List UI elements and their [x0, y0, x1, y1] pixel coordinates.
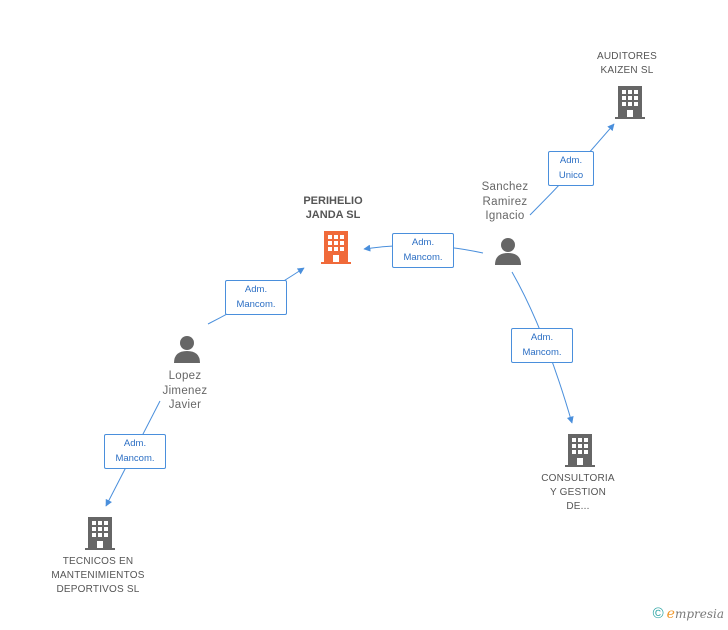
auditores-name-line1: AUDITORES	[597, 51, 657, 62]
lopez-label: Lopez Jimenez Javier	[145, 369, 225, 413]
building-icon[interactable]	[320, 229, 352, 265]
building-icon[interactable]	[614, 84, 646, 120]
person-icon[interactable]	[172, 334, 202, 364]
edge-role-line1: Adm.	[559, 155, 583, 166]
sanchez-name-line1: Sanchez	[481, 181, 529, 193]
brand-initial: e	[666, 605, 675, 622]
edge-label-sanchez-main[interactable]: Adm. Mancom.	[392, 233, 454, 268]
consultoria-name-line1: CONSULTORIA	[541, 473, 615, 484]
consultoria-label: CONSULTORIA Y GESTION DE...	[528, 472, 628, 514]
main-company-name-line2: JANDA SL	[305, 209, 361, 221]
edge-role-line1: Adm.	[244, 284, 268, 295]
building-icon[interactable]	[84, 515, 116, 551]
edge-role-line2: Mancom.	[236, 299, 276, 310]
edge-label-lopez-main[interactable]: Adm. Mancom.	[225, 280, 287, 315]
lopez-name-line3: Javier	[168, 399, 202, 411]
sanchez-label: Sanchez Ramirez Ignacio	[465, 180, 545, 224]
lopez-name-line2: Jimenez	[162, 384, 208, 397]
sanchez-name-line2: Ramirez	[482, 195, 528, 208]
consultoria-name-line2: Y GESTION	[549, 487, 607, 498]
copyright-icon: ©	[652, 605, 664, 622]
edge-role-line2: Unico	[558, 170, 584, 181]
sanchez-name-line3: Ignacio	[485, 210, 525, 222]
edge-role-line1: Adm.	[411, 237, 435, 248]
edge-label-sanchez-auditores[interactable]: Adm. Unico	[548, 151, 594, 186]
edge-role-line2: Mancom.	[522, 347, 562, 358]
building-icon[interactable]	[564, 432, 596, 468]
edge-label-sanchez-consultoria[interactable]: Adm. Mancom.	[511, 328, 573, 363]
auditores-label: AUDITORES KAIZEN SL	[577, 50, 677, 78]
tecnicos-name-line1: TECNICOS EN	[62, 556, 134, 567]
footer-brand: © empresia	[653, 605, 724, 622]
tecnicos-label: TECNICOS EN MANTENIMIENTOS DEPORTIVOS SL	[38, 555, 158, 597]
tecnicos-name-line2: MANTENIMIENTOS	[51, 570, 145, 581]
auditores-name-line2: KAIZEN SL	[600, 65, 654, 76]
person-icon[interactable]	[493, 236, 523, 266]
main-company-name-line1: PERIHELIO	[303, 195, 363, 207]
empresia-logo[interactable]: empresia	[667, 606, 724, 622]
edge-role-line2: Mancom.	[403, 252, 443, 263]
brand-rest: mpresia	[674, 606, 724, 621]
tecnicos-name-line3: DEPORTIVOS SL	[56, 584, 140, 595]
edge-label-lopez-tecnicos[interactable]: Adm. Mancom.	[104, 434, 166, 469]
edge-role-line1: Adm.	[530, 332, 554, 343]
main-company-label: PERIHELIO JANDA SL	[283, 194, 383, 222]
lopez-name-line1: Lopez	[168, 370, 202, 382]
edge-role-line1: Adm.	[123, 438, 147, 449]
consultoria-name-line3: DE...	[566, 501, 590, 512]
edge-role-line2: Mancom.	[115, 453, 155, 464]
